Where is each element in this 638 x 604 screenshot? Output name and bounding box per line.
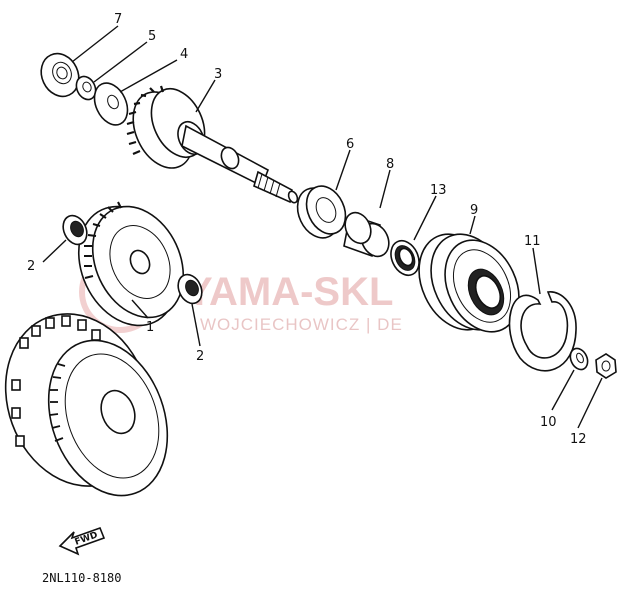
label-9: 9 — [470, 203, 478, 218]
clutch-housing — [4, 313, 169, 497]
part-11-circlip — [508, 291, 577, 372]
label-2-right: 2 — [196, 349, 204, 364]
part-12-nut — [595, 353, 617, 379]
label-5: 5 — [148, 29, 156, 44]
part-9-drum — [418, 233, 520, 333]
watermark: YAMA-SKL WOJCIECHOWICZ | DE — [79, 251, 403, 334]
part-labels: 7 5 4 3 6 8 13 9 11 2 1 2 10 12 — [27, 12, 587, 447]
part-3-shaft-gear — [126, 85, 299, 204]
part-2-bearing-right — [177, 273, 203, 305]
leader-lines — [42, 25, 603, 429]
label-3: 3 — [214, 67, 222, 82]
watermark-subtext: WOJCIECHOWICZ | DE — [200, 315, 403, 334]
part-13-oil-seal — [390, 239, 420, 277]
label-11: 11 — [524, 234, 541, 249]
label-6: 6 — [346, 137, 354, 152]
part-7-bearing — [40, 52, 80, 98]
part-4-washer — [93, 82, 129, 126]
part-5-washer — [75, 75, 97, 101]
part-6-bearing — [296, 185, 347, 239]
label-7: 7 — [114, 12, 122, 27]
part-8-sleeve — [343, 211, 390, 258]
part-2-bearing-left — [62, 214, 88, 246]
figure-code: 2NL110-8180 — [42, 571, 121, 585]
label-13: 13 — [430, 183, 447, 198]
label-8: 8 — [386, 157, 394, 172]
part-1-gear — [77, 201, 185, 327]
fwd-arrow-icon: FWD — [58, 526, 106, 556]
label-4: 4 — [180, 47, 188, 62]
label-1: 1 — [146, 320, 154, 335]
watermark-text: YAMA-SKL — [186, 270, 393, 314]
label-12: 12 — [570, 432, 587, 447]
label-2-left: 2 — [27, 259, 35, 274]
label-10: 10 — [540, 415, 557, 430]
part-10-washer — [569, 347, 589, 371]
fwd-label: FWD — [74, 530, 100, 547]
